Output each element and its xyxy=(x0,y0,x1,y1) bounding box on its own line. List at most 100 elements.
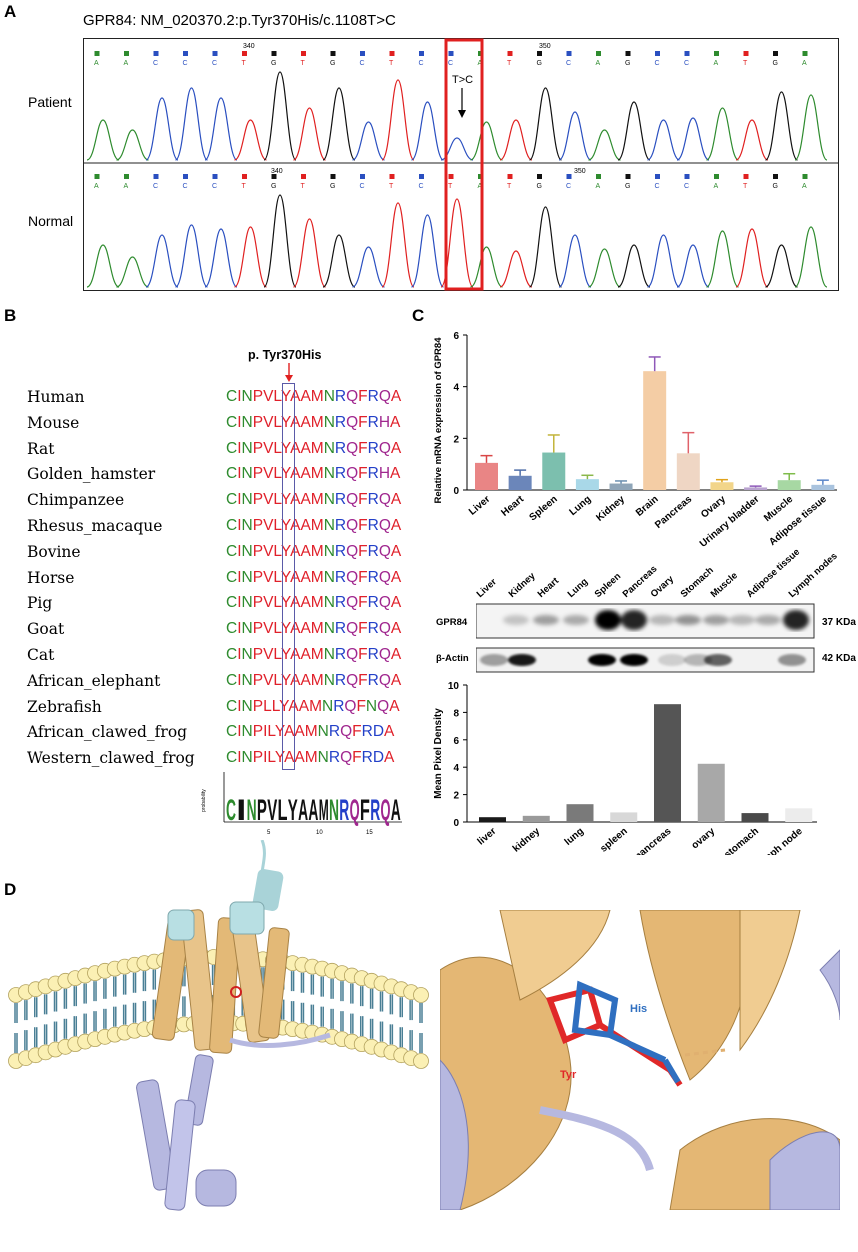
sequence-row: CINPVLYAAMNRQFRQA xyxy=(226,620,402,638)
base-marker xyxy=(389,174,395,179)
blot-column-label: Spleen xyxy=(592,570,624,600)
species-name: Human xyxy=(27,388,85,406)
trace-peak xyxy=(292,218,327,288)
base-marker xyxy=(124,51,129,56)
y-tick-label: 2 xyxy=(453,791,459,802)
gpr84-band xyxy=(783,610,809,630)
base-call: G xyxy=(330,183,335,190)
y-tick-label: 8 xyxy=(453,708,459,719)
base-marker xyxy=(271,174,277,179)
trace-peak xyxy=(735,228,769,288)
base-marker xyxy=(743,51,749,56)
membrane-structure xyxy=(8,840,429,1211)
base-marker xyxy=(625,51,631,56)
base-call: A xyxy=(94,60,99,67)
sequence-row: CINPVLYAAMNRQFRHA xyxy=(226,413,401,431)
base-marker xyxy=(802,51,808,56)
base-marker xyxy=(94,174,100,179)
pos-350-bottom: 350 xyxy=(574,168,586,175)
base-call: C xyxy=(566,60,571,67)
species-name: African_elephant xyxy=(27,671,161,690)
base-marker xyxy=(507,174,513,179)
x-tick-label: spleen xyxy=(598,826,629,855)
actin-band xyxy=(620,654,648,666)
base-marker xyxy=(743,174,749,179)
blot-size-42: 42 KDa xyxy=(822,653,856,664)
base-call: C xyxy=(419,183,424,190)
base-call: T xyxy=(743,183,748,190)
base-marker xyxy=(507,51,513,56)
base-marker xyxy=(360,51,365,56)
trace-peak xyxy=(617,101,651,161)
base-call: A xyxy=(478,183,483,190)
x-tick-label: lymph node xyxy=(755,826,805,855)
y-tick-label: 4 xyxy=(453,383,459,394)
gpr84-band xyxy=(621,610,647,630)
trace-peak xyxy=(145,234,179,288)
base-call: T xyxy=(507,60,512,67)
trace-peak xyxy=(293,107,326,161)
gpr84-bands xyxy=(503,610,809,630)
trace-peak xyxy=(410,101,445,161)
base-marker xyxy=(242,51,247,56)
base-marker xyxy=(242,174,247,179)
zoomed-residue-view: His Tyr xyxy=(440,910,840,1210)
trace-peak xyxy=(204,228,238,288)
logo-letter: A xyxy=(308,794,318,827)
species-name: Zebrafish xyxy=(27,697,102,716)
x-tick-label: kidney xyxy=(511,826,543,855)
his-label: His xyxy=(630,1003,647,1015)
bar xyxy=(710,482,734,490)
base-call: T xyxy=(507,183,512,190)
trace-peak xyxy=(174,224,209,288)
his-residue xyxy=(571,980,681,1084)
species-name: African_clawed_frog xyxy=(27,723,188,742)
base-call: C xyxy=(153,60,158,67)
panel-d-letter: D xyxy=(4,880,17,899)
base-marker xyxy=(183,51,188,56)
bar xyxy=(542,452,566,490)
base-call: T xyxy=(389,60,394,67)
species-name: Rat xyxy=(27,439,55,458)
actin-band xyxy=(658,654,686,666)
bar xyxy=(643,371,667,490)
logo-tick-5: 5 xyxy=(267,830,271,836)
trace-peak xyxy=(617,244,651,288)
base-call: A xyxy=(596,60,601,67)
base-call: T xyxy=(242,60,247,67)
logo-letter: A xyxy=(298,794,308,827)
trace-peak xyxy=(86,119,120,161)
base-call: G xyxy=(271,183,276,190)
logo-tick-10: 10 xyxy=(316,830,323,836)
base-call: A xyxy=(714,183,719,190)
trace-peak xyxy=(705,230,740,288)
lipid-head xyxy=(413,1053,429,1069)
sequence-row: CINPVLYAAMNRQFRHA xyxy=(226,465,401,483)
base-call: C xyxy=(360,60,365,67)
blot-column-label: Stomach xyxy=(678,564,716,600)
bar xyxy=(609,483,633,490)
base-marker xyxy=(153,174,159,179)
base-call: C xyxy=(212,60,217,67)
trace-peak xyxy=(86,244,120,288)
base-call: A xyxy=(94,183,99,190)
base-marker xyxy=(94,51,100,56)
species-name: Rhesus_macaque xyxy=(27,517,163,535)
bar xyxy=(744,487,768,490)
trace-peak xyxy=(470,246,503,288)
mutation-arrow-icon xyxy=(458,110,466,118)
species-name: Bovine xyxy=(27,542,81,561)
blot-column-label: Lung xyxy=(565,576,591,600)
x-tick-label: Spleen xyxy=(528,494,560,524)
gpr84-band xyxy=(703,615,729,625)
sequence-row: CINPLLYAAMNRQFNQA xyxy=(226,697,400,715)
trace-peak xyxy=(528,206,563,288)
base-marker xyxy=(655,174,660,179)
y-tick-label: 0 xyxy=(453,486,459,497)
base-marker xyxy=(596,51,601,56)
base-call: A xyxy=(802,60,807,67)
logo-letter: Q xyxy=(381,794,391,827)
gpr84-band xyxy=(595,610,621,630)
trace-peak xyxy=(263,194,297,288)
